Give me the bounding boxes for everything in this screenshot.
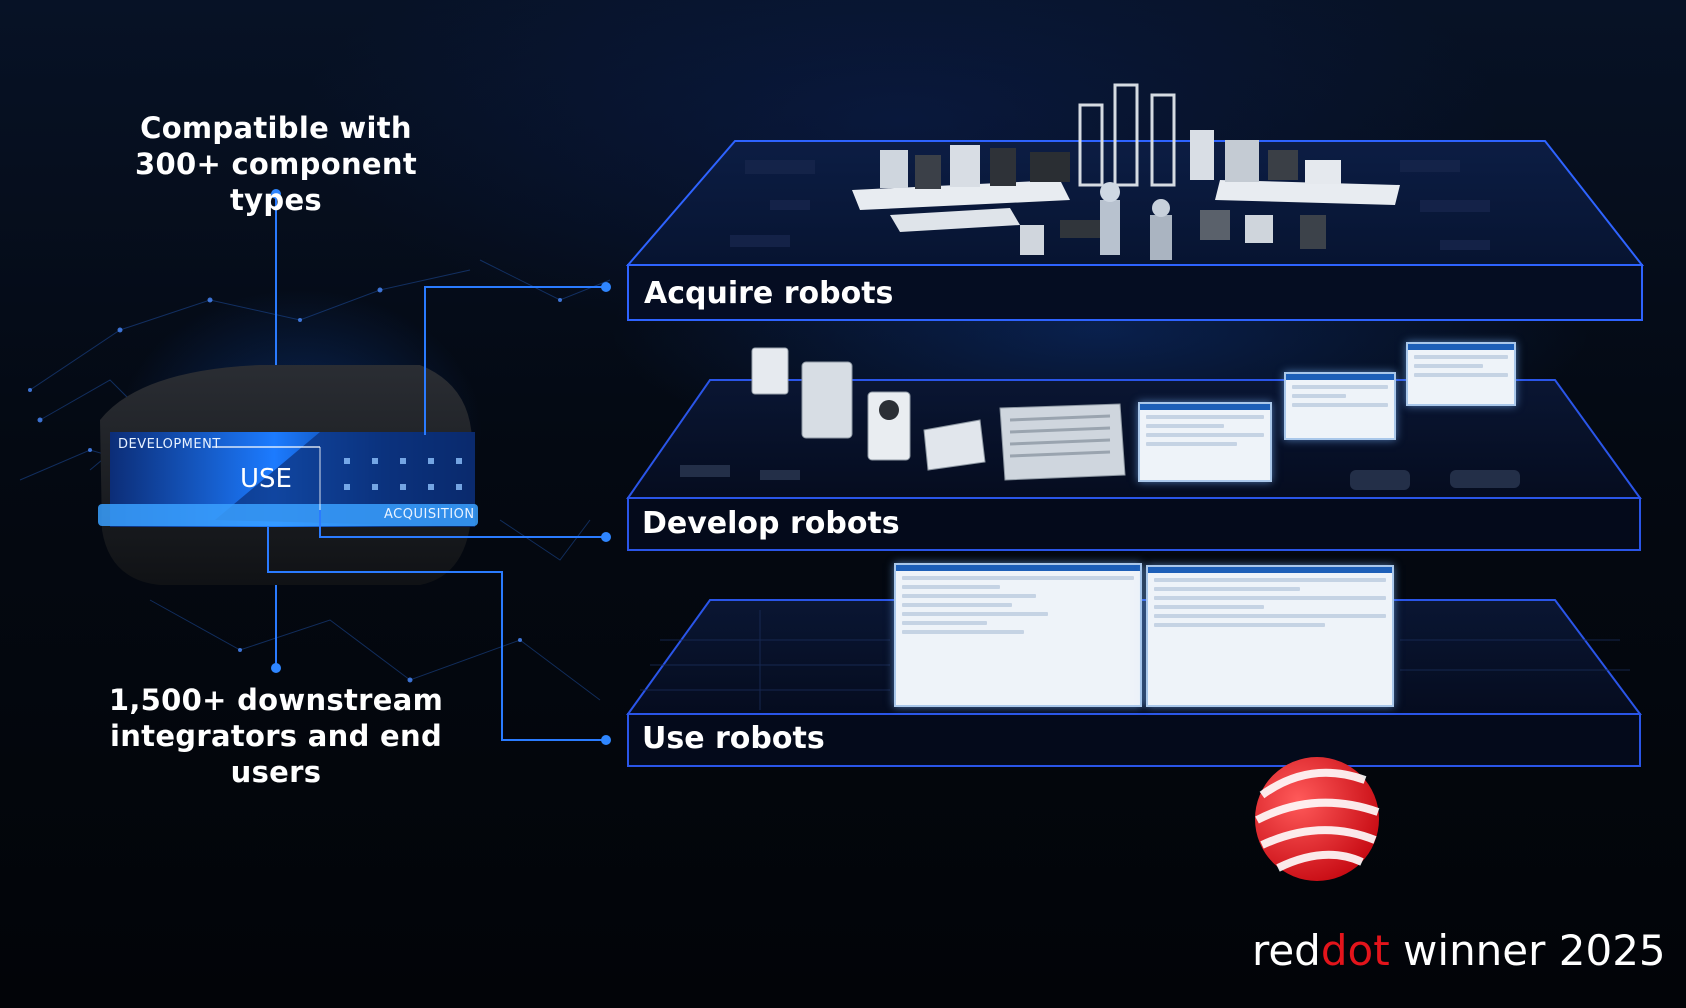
reddot-logo-icon: [1255, 757, 1380, 881]
device-label-development: DEVELOPMENT: [118, 437, 221, 452]
device-label-use: USE: [240, 464, 292, 494]
downstream-users-caption: 1,500+ downstream integrators and end us…: [64, 682, 488, 790]
award-winner-year: winner 2025: [1403, 926, 1666, 975]
hardware-modules: [751, 347, 1126, 481]
network-dots: [28, 287, 562, 683]
caption-line: integrators and end users: [109, 719, 443, 789]
develop-platform-front: [627, 497, 1641, 551]
develop-screen-2: [1284, 372, 1396, 440]
caption-line: Compatible with: [140, 111, 412, 145]
use-screen-workflow: [894, 563, 1142, 707]
connector-lines: [267, 194, 605, 741]
connector-dots: [271, 189, 611, 745]
layer-label-develop: Develop robots: [642, 506, 900, 541]
layer-label-use: Use robots: [642, 721, 825, 756]
platform-faint-items: [730, 160, 1490, 250]
acquire-platform-front: [627, 264, 1643, 321]
device-label-acquisition: ACQUISITION: [384, 507, 475, 522]
reddot-award-text: reddot winner 2025: [1252, 926, 1666, 975]
platform-device: [98, 365, 478, 585]
component-types-caption: Compatible with 300+ component types: [90, 110, 462, 218]
award-word-dot: dot: [1320, 926, 1390, 975]
use-platform-front: [627, 713, 1641, 767]
develop-faint-items: [680, 465, 1520, 490]
caption-line: 1,500+ downstream: [108, 683, 444, 717]
layer-label-acquire: Acquire robots: [644, 276, 894, 311]
caption-line: 300+ component types: [135, 147, 417, 217]
robot-lineup: [852, 83, 1400, 260]
award-word-red: red: [1252, 926, 1321, 975]
use-platform-grid: [640, 610, 1630, 710]
develop-screen-3: [1406, 342, 1516, 406]
use-screen-dashboard: [1146, 565, 1394, 707]
develop-screen-1: [1138, 402, 1272, 482]
